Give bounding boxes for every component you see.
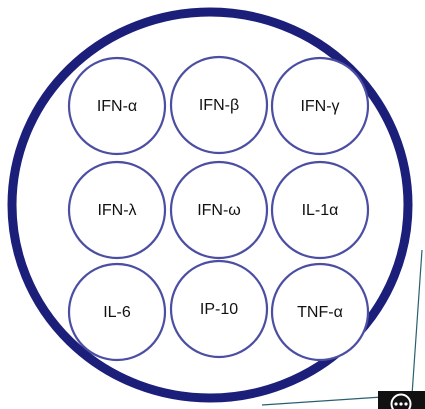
analyte-cell: IL-1α (270, 160, 370, 260)
analyte-label: IFN-λ (97, 202, 136, 219)
analyte-cell: IFN-γ (270, 56, 370, 156)
analyte-label: IFN-ω (197, 202, 241, 219)
analyte-cell: IFN-β (169, 55, 269, 155)
analyte-label: IFN-γ (300, 98, 339, 115)
chat-bubble-icon (390, 393, 412, 409)
analyte-cell: TNF-α (270, 262, 370, 362)
analyte-cell: IL-6 (67, 262, 167, 362)
analyte-cell: IFN-ω (169, 160, 269, 260)
outer-well-ring (7, 7, 413, 403)
analyte-label: IP-10 (200, 301, 238, 318)
analyte-cell: IP-10 (169, 259, 269, 359)
analyte-label: IFN-α (97, 98, 137, 115)
analyte-cell: IFN-α (67, 56, 167, 156)
analyte-label: TNF-α (297, 304, 343, 321)
analyte-label: IL-1α (302, 202, 339, 219)
analyte-label: IL-6 (103, 304, 131, 321)
analyte-label: IFN-β (199, 97, 239, 114)
analyte-grid: IFN-α IFN-β IFN-γ IFN-λ IFN-ω IL-1α (67, 55, 370, 362)
chat-badge[interactable] (378, 391, 425, 409)
analyte-cell: IFN-λ (67, 160, 167, 260)
